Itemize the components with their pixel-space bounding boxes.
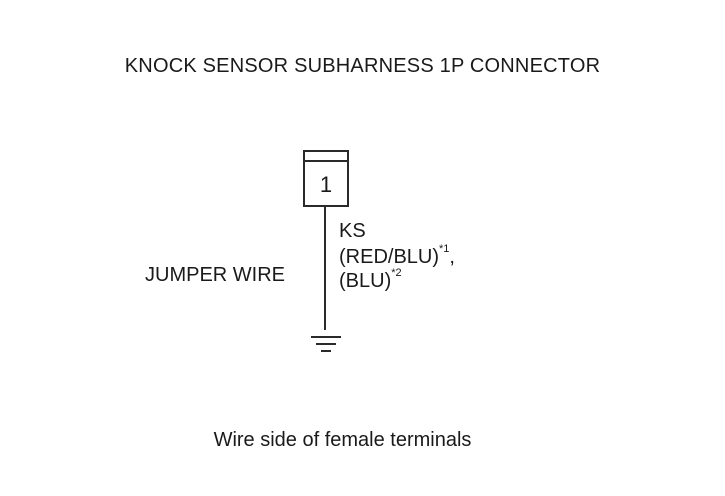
diagram-caption: Wire side of female terminals (213, 429, 472, 451)
wire-color-2-text: (BLU) (339, 270, 392, 292)
diagram-title: KNOCK SENSOR SUBHARNESS 1P CONNECTOR (124, 55, 601, 77)
ground-symbol-icon (311, 330, 341, 354)
ground-bar-mid (316, 343, 336, 345)
connector-1p: 1 (303, 150, 349, 207)
jumper-wire-line (324, 207, 326, 330)
ground-bar-short (321, 350, 331, 352)
signal-name-label: KS (339, 220, 366, 242)
wire-color-1-label: (RED/BLU)*1, (339, 244, 455, 268)
ground-bar-long (311, 336, 341, 338)
wire-color-separator: , (449, 246, 455, 268)
pin-number: 1 (319, 172, 333, 197)
wire-color-2-note: *2 (391, 267, 402, 279)
wire-color-1-text: (RED/BLU) (339, 246, 440, 268)
jumper-wire-label: JUMPER WIRE (145, 264, 285, 286)
connector-lock-tab (305, 160, 347, 162)
wire-color-2-label: (BLU)*2 (339, 268, 402, 292)
wire-color-1-note: *1 (439, 243, 450, 255)
